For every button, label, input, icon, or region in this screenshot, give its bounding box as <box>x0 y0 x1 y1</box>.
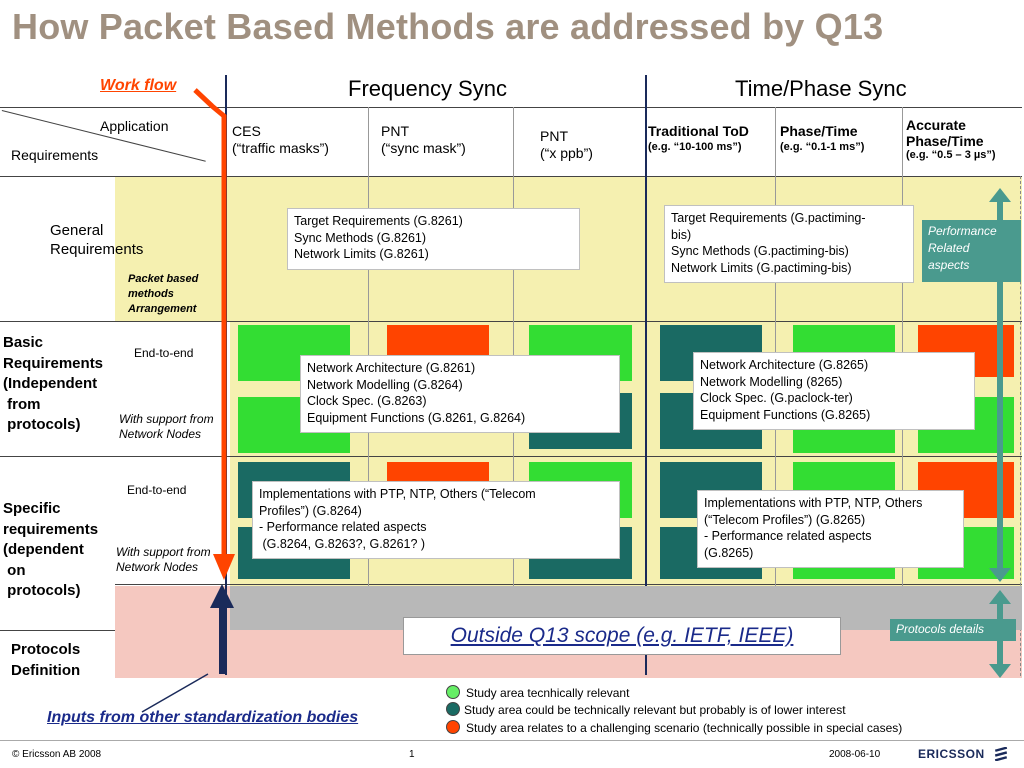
col-ces: CES(“traffic masks”) <box>232 123 329 156</box>
page-title: How Packet Based Methods are addressed b… <box>12 6 884 47</box>
right-dotted-border <box>1020 176 1021 676</box>
time-general-box: Target Requirements (G.pactiming-bis)Syn… <box>664 205 914 283</box>
legend-dot-lower-interest <box>446 702 460 716</box>
specific-top-line <box>0 456 1022 457</box>
outside-scope-box: Outside Q13 scope (e.g. IETF, IEEE) <box>403 617 841 655</box>
header-top-line <box>0 107 1022 108</box>
basic-top-line <box>0 321 1022 322</box>
protocols-range-arrow <box>989 590 1011 678</box>
col-pnt-sync-mask: PNT(“sync mask”) <box>381 123 466 156</box>
legend-text-lower-interest: Study area could be technically relevant… <box>464 703 846 717</box>
workflow-arrow <box>193 88 235 580</box>
inputs-label: Inputs from other standardization bodies <box>47 709 359 726</box>
ericsson-logo: ERICSSON <box>918 745 1009 763</box>
footer-date: 2008-06-10 <box>829 749 881 760</box>
legend-dot-relevant <box>446 685 460 699</box>
end-to-end-label-1: End-to-end <box>134 346 194 360</box>
time-basic-box: Network Architecture (G.8265)Network Mod… <box>693 352 975 430</box>
freq-general-box: Target Requirements (G.8261)Sync Methods… <box>287 208 580 270</box>
frequency-sync-header: Frequency Sync <box>348 76 507 101</box>
performance-range-arrow <box>989 188 1011 582</box>
footer-page-number: 1 <box>409 749 415 760</box>
legend-text-relevant: Study area tecnhically relevant <box>466 686 630 700</box>
application-label: Application <box>100 118 169 134</box>
requirements-label: Requirements <box>11 147 99 163</box>
footer-copyright: © Ericsson AB 2008 <box>12 749 102 760</box>
header-bottom-line <box>0 176 1022 177</box>
col-pnt-ppb: PNT(“x ppb”) <box>540 128 593 161</box>
protocols-top-line <box>115 584 1022 585</box>
freq-specific-box: Implementations with PTP, NTP, Others (“… <box>252 481 620 559</box>
protocols-details-label: Protocols details <box>890 619 1016 641</box>
footer-line <box>0 740 1024 741</box>
col-phase-time: Phase/Time(e.g. “0.1-1 ms”) <box>780 123 865 153</box>
inputs-arrow <box>141 584 234 713</box>
protocols-top-line-left <box>0 630 115 631</box>
ericsson-wordmark: ERICSSON <box>918 747 985 761</box>
legend-text-challenging: Study area relates to a challenging scen… <box>466 721 903 735</box>
ericsson-logo-icon <box>994 746 1008 762</box>
col-traditional-tod: Traditional ToD(e.g. “10-100 ms”) <box>648 123 749 153</box>
col-divider-4 <box>645 75 647 675</box>
time-specific-box: Implementations with PTP, NTP, Others(“T… <box>697 490 964 568</box>
freq-basic-box: Network Architecture (G.8261)Network Mod… <box>300 355 620 433</box>
end-to-end-label-2: End-to-end <box>127 483 187 497</box>
time-phase-sync-header: Time/Phase Sync <box>735 76 907 101</box>
workflow-label: Work flow <box>100 77 177 94</box>
legend-dot-challenging <box>446 720 460 734</box>
outside-scope-text: Outside Q13 scope (e.g. IETF, IEEE) <box>450 624 794 647</box>
